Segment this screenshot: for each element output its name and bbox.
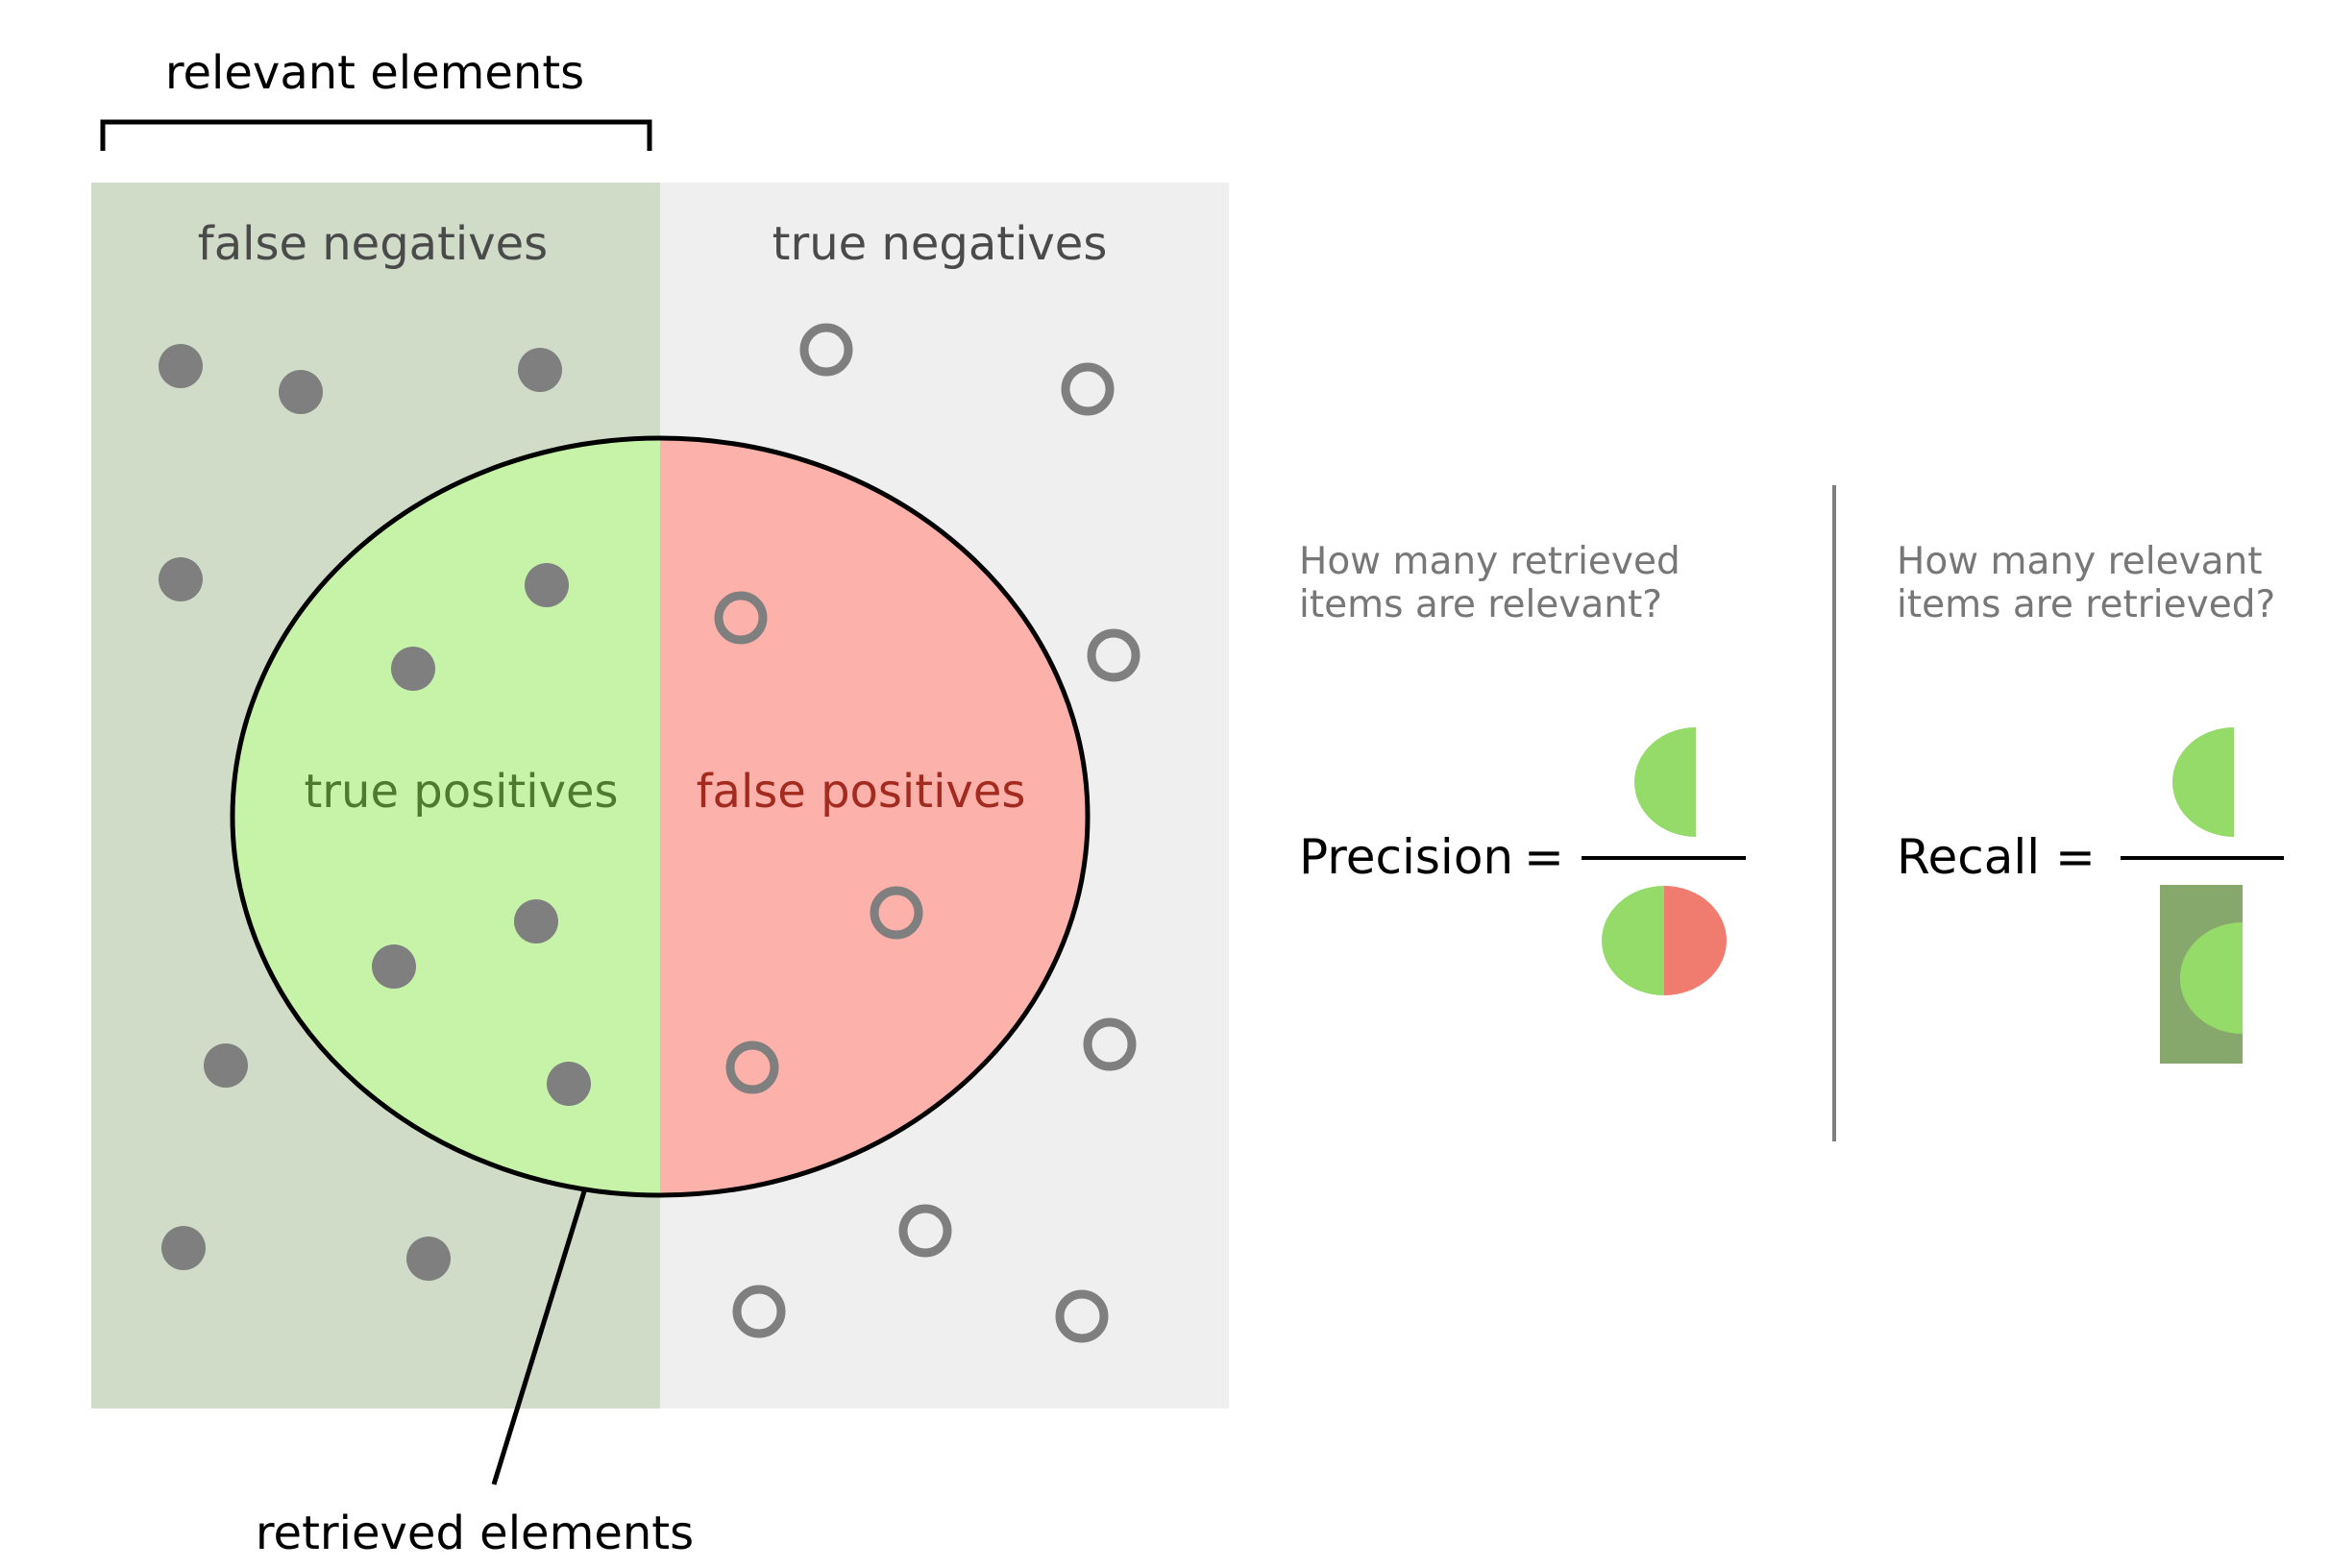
precision-denominator-red-half	[1664, 886, 1727, 995]
recall-block: How many relevant items are retrieved? R…	[1897, 540, 2284, 1064]
false-negative-dot	[204, 1043, 248, 1088]
false-negative-dot	[161, 1226, 206, 1270]
false-positive-ring	[870, 886, 923, 940]
recall-question-line1: How many relevant	[1897, 540, 2263, 583]
false-positive-ring	[714, 591, 768, 645]
true-negative-ring	[1087, 628, 1140, 682]
true-negative-ring	[1055, 1289, 1109, 1343]
recall-label: Recall	[1897, 829, 2040, 885]
false-positive-items	[714, 591, 923, 1094]
false-negative-dot	[406, 1237, 451, 1281]
false-positive-ring	[725, 1041, 779, 1094]
relevant-elements-label: relevant elements	[165, 46, 584, 100]
true-negative-ring	[898, 1204, 952, 1258]
true-negative-items	[732, 323, 1140, 1343]
true-negatives-label: true negatives	[773, 217, 1108, 271]
true-positive-dot	[525, 563, 569, 607]
retrieved-ellipse-outline	[230, 435, 1091, 1198]
false-negative-items	[159, 344, 562, 1281]
true-positives-label: true positives	[304, 765, 618, 819]
true-positive-dot	[372, 944, 416, 989]
recall-denominator-half-disc	[2179, 922, 2243, 1034]
precision-question-line1: How many retrieved	[1299, 540, 1680, 583]
false-positives-label: false positives	[697, 765, 1026, 819]
retrieved-elements-label: retrieved elements	[256, 1507, 694, 1560]
true-negative-ring	[799, 323, 853, 377]
recall-equals: =	[2055, 829, 2096, 885]
false-negative-dot	[159, 557, 203, 601]
false-negatives-label: false negatives	[198, 217, 548, 271]
true-positive-items	[372, 563, 591, 1106]
true-positive-dot	[391, 647, 435, 691]
relevant-elements-bracket	[100, 119, 652, 151]
retrieved-elements-pointer	[491, 1190, 587, 1485]
precision-denominator-green-half	[1602, 886, 1664, 995]
recall-question-line2: items are retrieved?	[1897, 583, 2275, 626]
true-negative-ring	[1061, 362, 1115, 416]
false-negative-dot	[279, 370, 323, 414]
precision-numerator-icon	[1634, 727, 1696, 837]
recall-numerator-icon	[2172, 727, 2234, 837]
precision-question-line2: items are relevant?	[1299, 583, 1662, 626]
true-negative-ring	[1083, 1017, 1137, 1071]
true-negative-ring	[732, 1285, 786, 1338]
true-positive-dot	[547, 1062, 591, 1106]
false-negative-dot	[159, 344, 203, 388]
precision-label: Precision	[1299, 829, 1513, 885]
false-negative-dot	[518, 348, 562, 392]
precision-equals: =	[1524, 829, 1564, 885]
true-positive-dot	[514, 899, 558, 943]
precision-block: How many retrieved items are relevant? P…	[1299, 540, 1746, 995]
